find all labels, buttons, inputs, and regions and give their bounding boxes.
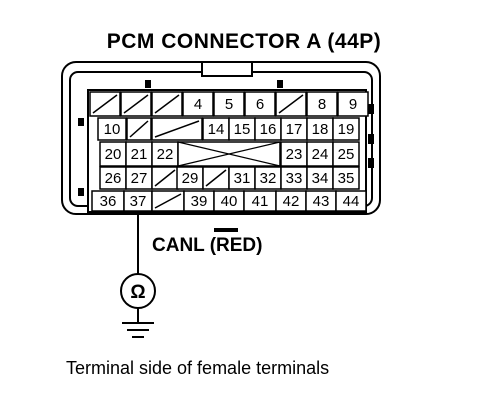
terminal-number: 35	[338, 170, 355, 187]
terminal-number: 39	[191, 193, 208, 210]
terminal-18: 18	[306, 117, 334, 141]
terminal-41: 41	[243, 190, 277, 212]
terminal-number: 33	[286, 170, 303, 187]
terminal-25: 25	[332, 141, 360, 167]
terminal-15: 15	[228, 117, 256, 141]
terminal-20: 20	[99, 141, 127, 167]
terminal-block: 4 5 6 8 9 10 14 15 16 17 18 19 20 21 22 23 24 25 26 27 29 31 3…	[87, 89, 369, 213]
terminal-number: 37	[130, 193, 147, 210]
unused-slash	[129, 120, 149, 138]
unused-slash	[154, 193, 182, 209]
terminal-number: 42	[283, 193, 300, 210]
terminal-43: 43	[305, 190, 337, 212]
terminal-26: 26	[99, 166, 127, 190]
blank-cross-line	[177, 141, 281, 167]
terminal-number: 5	[225, 96, 233, 113]
terminal-32: 32	[254, 166, 282, 190]
terminal-number: 14	[208, 121, 225, 138]
wire-label: CANL (RED)	[152, 235, 262, 256]
blank-center-area	[177, 141, 281, 167]
terminal-number: 23	[286, 146, 303, 163]
housing-lock-tabs	[78, 80, 374, 232]
terminal-14: 14	[202, 117, 230, 141]
terminal-number: 29	[182, 170, 199, 187]
terminal-36: 36	[91, 190, 125, 212]
terminal-number: 18	[312, 121, 329, 138]
terminal-19: 19	[332, 117, 360, 141]
probe-wire	[120, 212, 156, 338]
terminal-number: 20	[105, 146, 122, 163]
terminal-16: 16	[254, 117, 282, 141]
terminal-number: 19	[338, 121, 355, 138]
terminal-number: 17	[286, 121, 303, 138]
terminal-39: 39	[183, 190, 215, 212]
unused-slash	[154, 169, 176, 187]
terminal-24: 24	[306, 141, 334, 167]
unused-slash	[154, 120, 200, 138]
terminal-number: 26	[105, 170, 122, 187]
terminal-number: 8	[318, 96, 326, 113]
terminal-29: 29	[176, 166, 204, 190]
terminal-40: 40	[213, 190, 245, 212]
unused-slash	[123, 94, 149, 114]
unused-slash	[205, 169, 227, 187]
terminal-number: 43	[313, 193, 330, 210]
terminal-unused	[151, 91, 183, 117]
terminal-unused	[275, 91, 307, 117]
terminal-4: 4	[182, 91, 214, 117]
terminal-number: 9	[349, 96, 357, 113]
terminal-8: 8	[306, 91, 338, 117]
terminal-unused	[120, 91, 152, 117]
terminal-number: 21	[131, 146, 148, 163]
terminal-5: 5	[213, 91, 245, 117]
terminal-6: 6	[244, 91, 276, 117]
caption: Terminal side of female terminals	[66, 358, 329, 378]
terminal-unused	[126, 117, 152, 141]
terminal-unused	[151, 166, 179, 190]
terminal-27: 27	[125, 166, 153, 190]
terminal-number: 40	[221, 193, 238, 210]
terminal-35: 35	[332, 166, 360, 190]
terminal-number: 4	[194, 96, 202, 113]
terminal-37: 37	[123, 190, 153, 212]
terminal-17: 17	[280, 117, 308, 141]
terminal-31: 31	[228, 166, 256, 190]
terminal-10: 10	[97, 117, 127, 141]
terminal-number: 36	[100, 193, 117, 210]
terminal-number: 24	[312, 146, 329, 163]
terminal-number: 44	[343, 193, 360, 210]
terminal-cells: 4 5 6 8 9 10 14 15 16 17 18 19 20 21 22 23 24 25 26 27 29 31 3…	[89, 91, 369, 212]
terminal-unused	[151, 190, 185, 212]
unused-slash	[92, 94, 118, 114]
terminal-number: 10	[104, 121, 121, 138]
terminal-23: 23	[280, 141, 308, 167]
terminal-number: 15	[234, 121, 251, 138]
terminal-number: 22	[157, 146, 174, 163]
terminal-34: 34	[306, 166, 334, 190]
terminal-number: 31	[234, 170, 251, 187]
terminal-21: 21	[125, 141, 153, 167]
unused-slash	[278, 94, 304, 114]
terminal-33: 33	[280, 166, 308, 190]
terminal-number: 25	[338, 146, 355, 163]
terminal-number: 16	[260, 121, 277, 138]
unused-slash	[154, 94, 180, 114]
terminal-number: 41	[252, 193, 269, 210]
terminal-unused	[151, 117, 203, 141]
terminal-42: 42	[275, 190, 307, 212]
terminal-number: 27	[131, 170, 148, 187]
diagram-title: PCM CONNECTOR A (44P)	[107, 30, 382, 53]
terminal-9: 9	[337, 91, 369, 117]
ohm-symbol: Ω	[130, 282, 145, 303]
terminal-unused	[202, 166, 230, 190]
terminal-44: 44	[335, 190, 367, 212]
terminal-number: 34	[312, 170, 329, 187]
terminal-number: 6	[256, 96, 264, 113]
terminal-22: 22	[151, 141, 179, 167]
terminal-number: 32	[260, 170, 277, 187]
terminal-unused	[89, 91, 121, 117]
